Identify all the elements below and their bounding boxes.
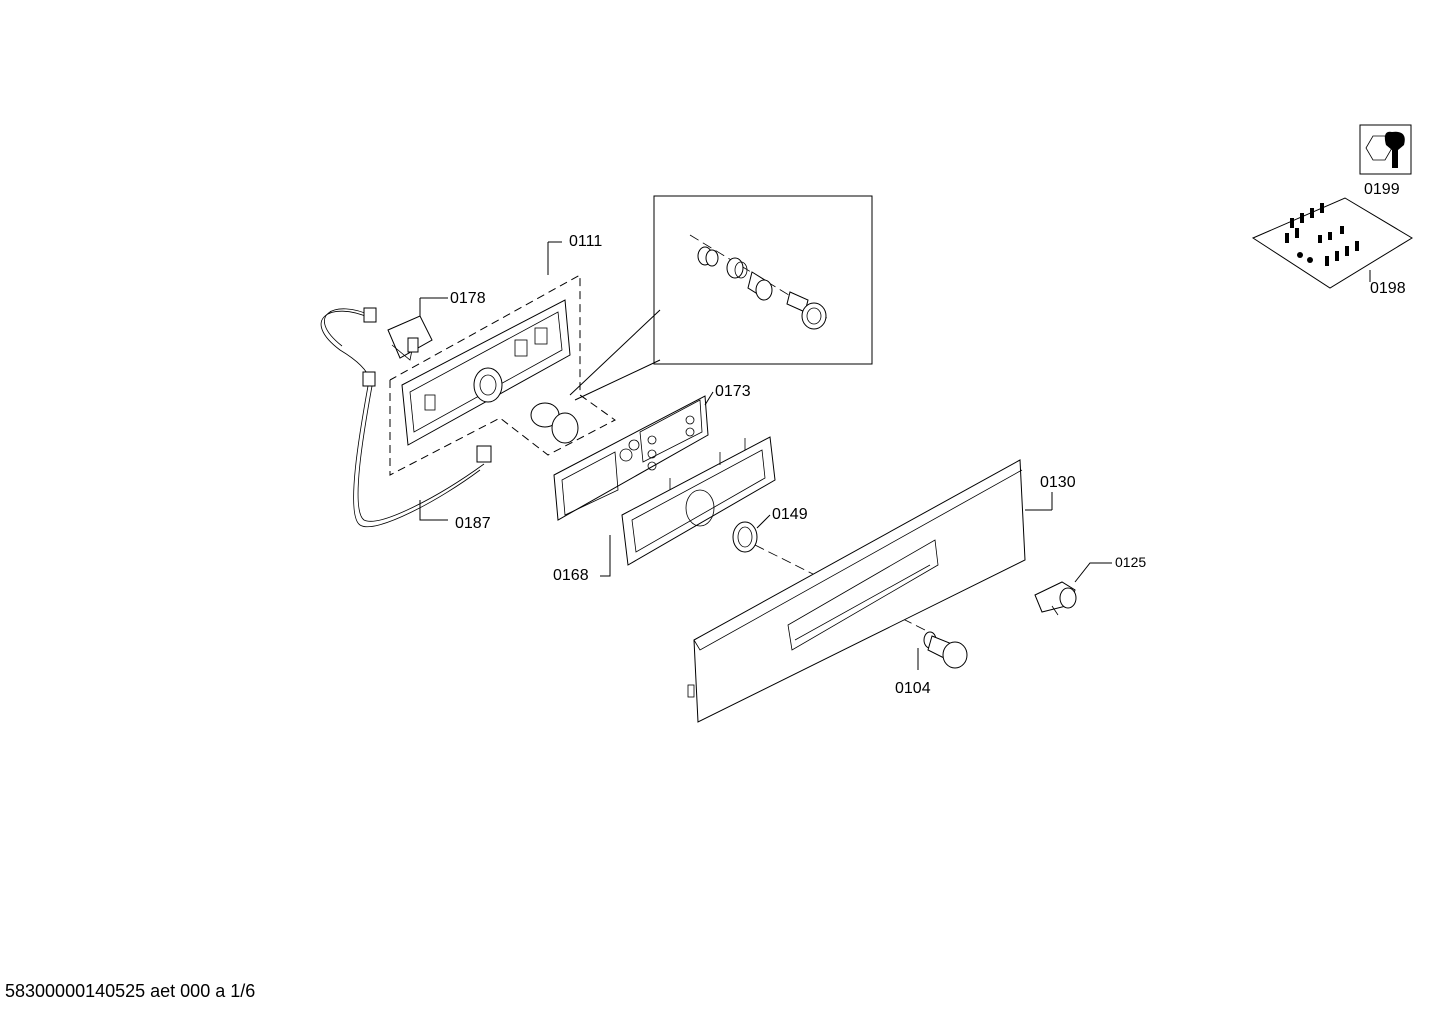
knob-0104 xyxy=(917,631,968,670)
ring-0149 xyxy=(732,514,926,631)
control-panel-board-0173 xyxy=(553,391,714,521)
front-panel-0130 xyxy=(687,459,1053,723)
control-module-assembly xyxy=(389,241,616,476)
display-frame-0168 xyxy=(600,436,776,577)
part-label-0149: 0149 xyxy=(772,506,808,523)
screw-bag-icon xyxy=(1251,197,1413,289)
part-label-0198: 0198 xyxy=(1370,280,1406,297)
connector-bracket-0178 xyxy=(387,297,448,361)
document-code: 58300000140525 aet 000 a 1/6 xyxy=(5,981,256,1001)
cable-harness-0187 xyxy=(320,307,492,527)
part-label-0168: 0168 xyxy=(553,567,589,584)
part-label-0104: 0104 xyxy=(895,680,931,697)
part-label-0178: 0178 xyxy=(450,290,486,307)
part-label-0187: 0187 xyxy=(455,515,491,532)
part-label-0173: 0173 xyxy=(715,383,751,400)
wrench-nut-icon xyxy=(1359,124,1412,175)
part-label-0125: 0125 xyxy=(1115,554,1146,570)
part-label-0111: 0111 xyxy=(569,233,602,250)
part-label-0130: 0130 xyxy=(1040,474,1076,491)
part-label-0199: 0199 xyxy=(1364,181,1400,198)
clip-0125 xyxy=(1034,562,1112,616)
knob-detail-inset xyxy=(569,195,873,401)
